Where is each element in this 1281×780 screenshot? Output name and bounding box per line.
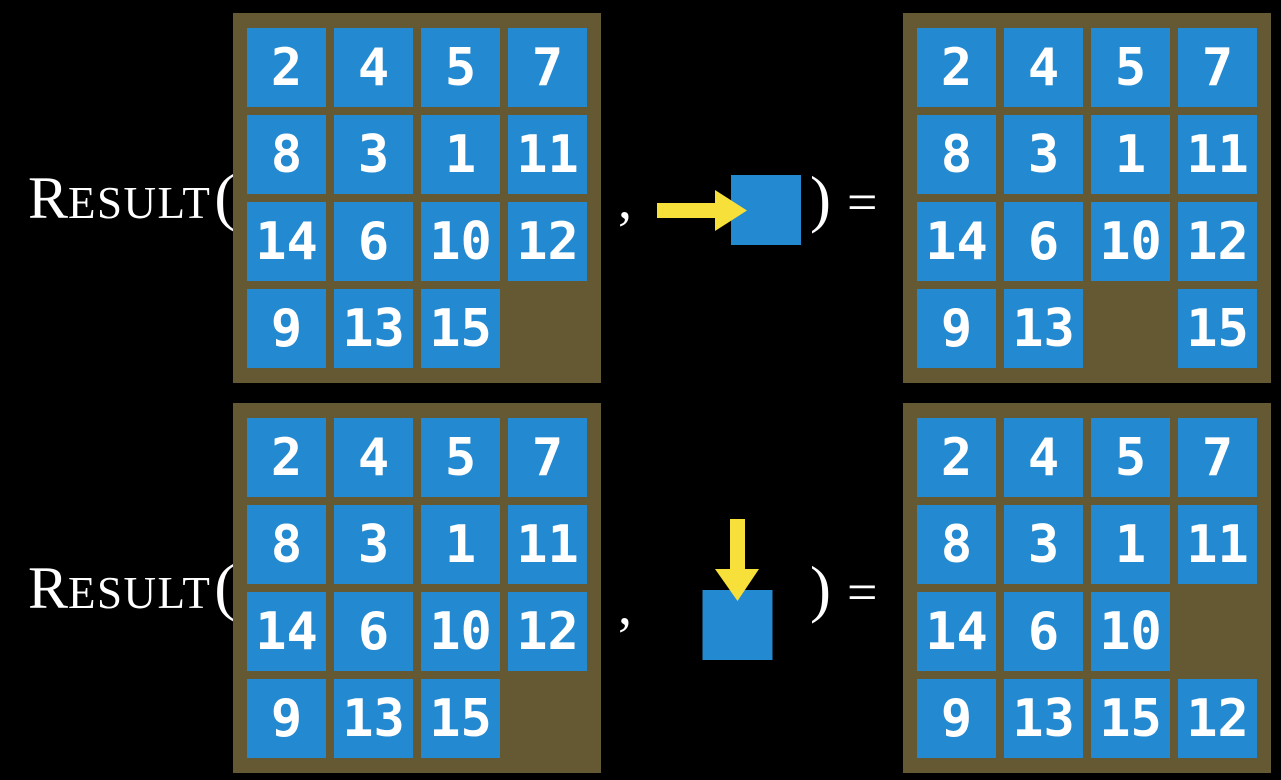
blank-tile-icon (702, 590, 773, 660)
open-paren: ( (214, 162, 236, 232)
tile-1: 1 (421, 505, 500, 584)
open-paren: ( (214, 552, 236, 622)
tile-4: 4 (1004, 418, 1083, 497)
close-paren: ) (810, 554, 831, 624)
tile-7: 7 (508, 418, 587, 497)
tile-1: 1 (421, 115, 500, 194)
close-paren-equals: ) = (810, 168, 877, 231)
tile-4: 4 (1004, 28, 1083, 107)
tile-3: 3 (1004, 505, 1083, 584)
result-function-label: R ESULT ( (28, 166, 235, 229)
tile-5: 5 (421, 28, 500, 107)
tile-3: 3 (1004, 115, 1083, 194)
tile-8: 8 (247, 505, 326, 584)
tile-4: 4 (334, 418, 413, 497)
tile-5: 5 (1091, 28, 1170, 107)
tile-14: 14 (247, 202, 326, 281)
tile-15: 15 (1178, 289, 1257, 368)
tile-11: 11 (1178, 115, 1257, 194)
tile-14: 14 (917, 592, 996, 671)
tile-10: 10 (1091, 202, 1170, 281)
empty-cell (508, 679, 587, 758)
close-paren: ) (810, 164, 831, 234)
tile-2: 2 (247, 28, 326, 107)
result-label-cap: R (28, 555, 69, 621)
tile-13: 13 (334, 679, 413, 758)
equals-sign: = (846, 562, 878, 622)
tile-2: 2 (247, 418, 326, 497)
tile-7: 7 (508, 28, 587, 107)
tile-3: 3 (334, 505, 413, 584)
tile-13: 13 (1004, 289, 1083, 368)
tile-7: 7 (1178, 28, 1257, 107)
right-arrow-icon (657, 190, 747, 231)
tile-7: 7 (1178, 418, 1257, 497)
tile-6: 6 (334, 202, 413, 281)
tile-9: 9 (917, 289, 996, 368)
equals-sign: = (846, 172, 878, 232)
down-arrow-icon (715, 519, 759, 601)
tile-9: 9 (917, 679, 996, 758)
tile-2: 2 (917, 28, 996, 107)
tile-10: 10 (1091, 592, 1170, 671)
tile-12: 12 (508, 202, 587, 281)
tile-13: 13 (1004, 679, 1083, 758)
tile-10: 10 (421, 202, 500, 281)
tile-1: 1 (1091, 115, 1170, 194)
tile-14: 14 (917, 202, 996, 281)
result-function-label: R ESULT ( (28, 556, 235, 619)
empty-cell (508, 289, 587, 368)
empty-cell (1091, 289, 1170, 368)
result-label-rest: ESULT (68, 178, 212, 228)
tile-2: 2 (917, 418, 996, 497)
tile-15: 15 (421, 289, 500, 368)
tile-3: 3 (334, 115, 413, 194)
result-label-rest: ESULT (68, 568, 212, 618)
tile-6: 6 (1004, 202, 1083, 281)
slide-down-action-icon (702, 519, 773, 660)
tile-8: 8 (247, 115, 326, 194)
tile-13: 13 (334, 289, 413, 368)
comma-separator: , (618, 575, 632, 637)
tile-10: 10 (421, 592, 500, 671)
result-label-cap: R (28, 165, 69, 231)
tile-12: 12 (508, 592, 587, 671)
tile-4: 4 (334, 28, 413, 107)
tile-9: 9 (247, 679, 326, 758)
tile-11: 11 (508, 115, 587, 194)
tile-8: 8 (917, 505, 996, 584)
tile-11: 11 (1178, 505, 1257, 584)
tile-6: 6 (334, 592, 413, 671)
close-paren-equals: ) = (810, 558, 877, 621)
tile-6: 6 (1004, 592, 1083, 671)
tile-12: 12 (1178, 202, 1257, 281)
tile-15: 15 (421, 679, 500, 758)
tile-5: 5 (421, 418, 500, 497)
tile-14: 14 (247, 592, 326, 671)
tile-11: 11 (508, 505, 587, 584)
tile-9: 9 (247, 289, 326, 368)
tile-1: 1 (1091, 505, 1170, 584)
slide-right-action-icon (657, 175, 801, 245)
tile-15: 15 (1091, 679, 1170, 758)
tile-8: 8 (917, 115, 996, 194)
comma-separator: , (618, 169, 632, 231)
empty-cell (1178, 592, 1257, 671)
tile-12: 12 (1178, 679, 1257, 758)
tile-5: 5 (1091, 418, 1170, 497)
